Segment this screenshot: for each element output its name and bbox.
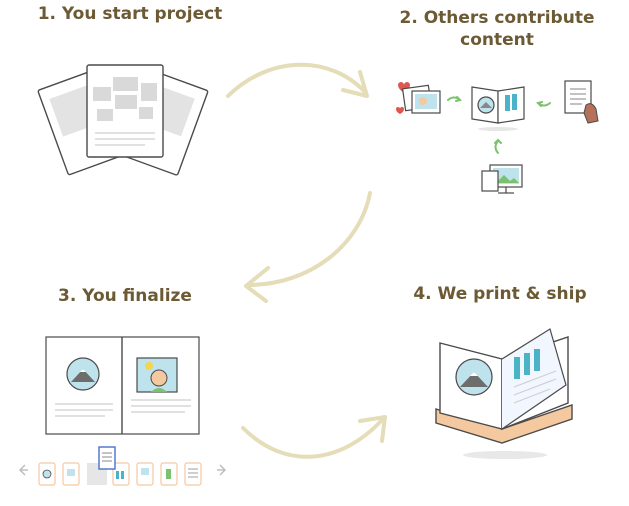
step-1-title: 1. You start project	[37, 4, 223, 24]
step-2-title: 2. Others contribute content	[392, 7, 602, 51]
chevron-left-icon[interactable]	[19, 464, 28, 476]
face-icon	[136, 357, 178, 393]
step-3-title: 3. You finalize	[58, 286, 192, 306]
step-2-title-line-1: 2. Others contribute	[399, 8, 595, 28]
contributors-illustration	[396, 80, 599, 194]
step-2-title-line-2: content	[460, 30, 534, 50]
book-icon	[471, 86, 525, 124]
finalize-spread	[45, 336, 200, 436]
photo-icon	[401, 84, 441, 114]
mountain-icon	[66, 357, 100, 391]
mountain-icon	[455, 358, 493, 396]
step-4-title: 4. We print & ship	[413, 284, 587, 304]
computer-icon	[481, 164, 523, 194]
chevron-right-icon[interactable]	[217, 464, 226, 476]
paper-stack	[37, 64, 209, 176]
printed-book	[435, 328, 573, 459]
book-spread	[45, 336, 200, 435]
hand-icon	[583, 103, 599, 124]
page-thumbnail-strip	[19, 446, 226, 486]
